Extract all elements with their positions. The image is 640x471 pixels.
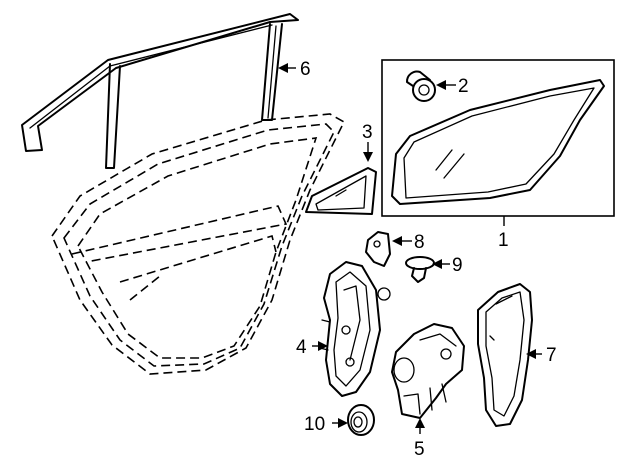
callout-9: 9 [452, 255, 463, 276]
clip-part [405, 256, 435, 283]
glass-detail-box [381, 59, 615, 217]
bushing-part [406, 70, 436, 102]
leader-lines [278, 63, 542, 434]
callout-2: 2 [458, 76, 469, 97]
callout-4: 4 [296, 337, 307, 358]
callout-6: 6 [300, 59, 311, 80]
bracket-part [365, 231, 391, 267]
quarter-glass-part [305, 167, 377, 215]
window-regulator-part [319, 261, 391, 397]
grommet-part [347, 404, 375, 436]
door-glass-part [391, 79, 605, 205]
callout-10: 10 [304, 414, 325, 435]
callout-5: 5 [414, 439, 425, 460]
callout-1: 1 [498, 230, 509, 251]
run-channel-part [21, 13, 299, 169]
door-shell-outline [51, 113, 346, 375]
window-motor-part [391, 323, 465, 419]
weatherstrip-part [477, 283, 533, 427]
callout-7: 7 [546, 345, 557, 366]
callout-3: 3 [362, 122, 373, 143]
callout-8: 8 [414, 232, 425, 253]
